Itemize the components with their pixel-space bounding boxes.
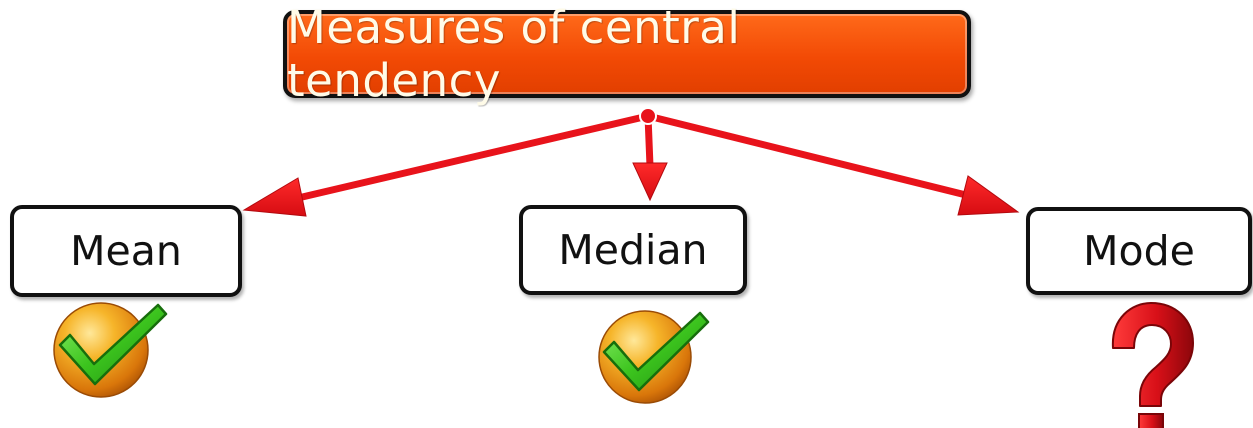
node-mode-label: Mode [1083,227,1195,275]
node-mean-label: Mean [70,227,182,275]
node-mean: Mean [10,205,242,297]
mode-question-mark-icon [1111,302,1194,428]
arrow-to-mean [242,112,652,217]
arrow-to-mode [644,112,1020,216]
node-median-label: Median [558,226,708,274]
node-median: Median [519,205,747,295]
node-mode: Mode [1026,207,1252,295]
median-check-icon [598,310,710,404]
title-box: Measures of central tendency [283,1,971,107]
junction-dot [639,107,657,125]
mean-check-icon [53,302,168,398]
diagram-title: Measures of central tendency [287,1,741,107]
